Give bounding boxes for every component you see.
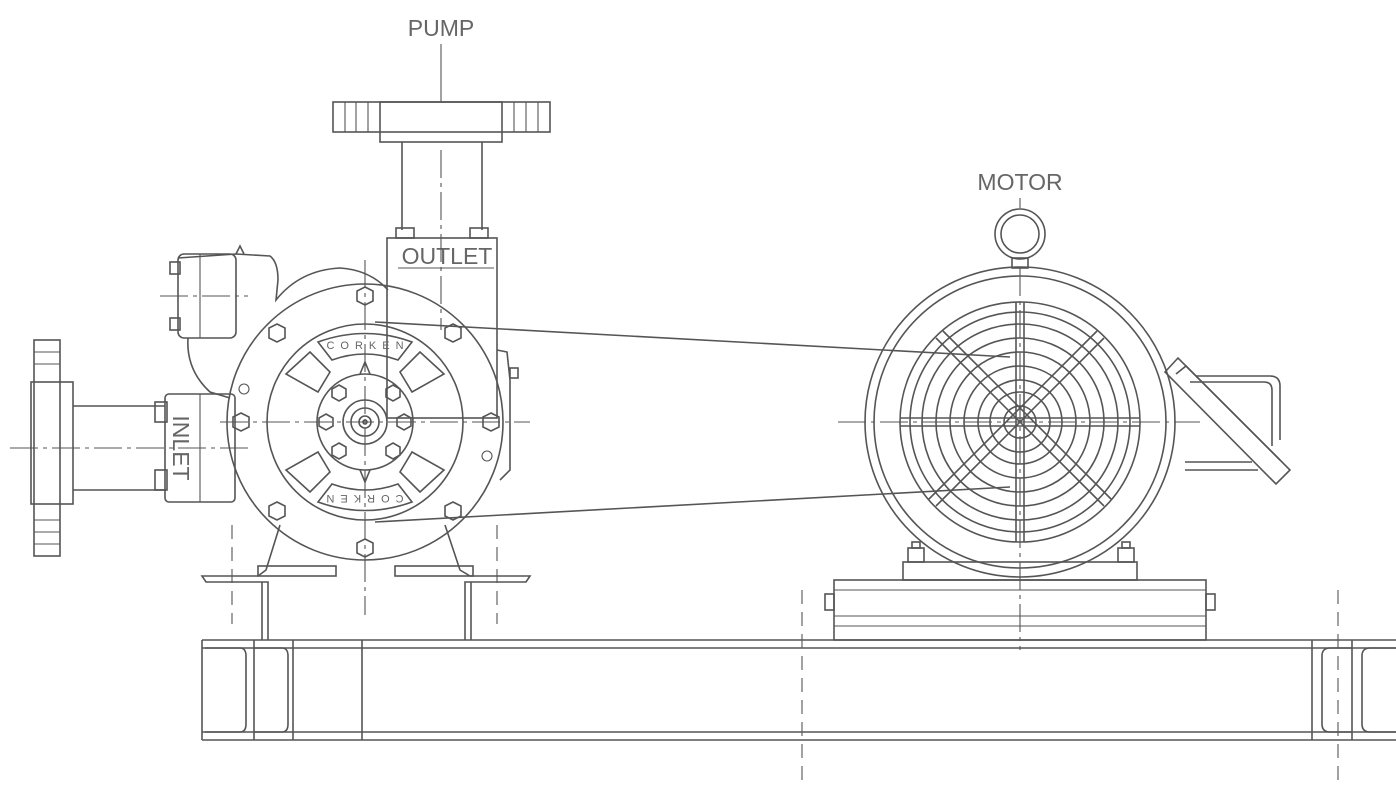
pump-base (200, 524, 532, 640)
motor-junction-box (1163, 356, 1292, 486)
brand-top: CORKEN (326, 340, 409, 352)
pump-label: PUMP (408, 15, 474, 41)
motor-base (801, 541, 1339, 786)
motor-label: MOTOR (977, 169, 1062, 195)
motor-lifting-eye (994, 208, 1046, 269)
skid-base (201, 639, 1396, 741)
pump-cover-plate: CORKEN CORKEN (284, 332, 446, 512)
belt (374, 321, 1011, 523)
brand-bottom: CORKEN (320, 492, 403, 504)
outlet-body: OUTLET (386, 237, 498, 419)
pump-side-housing (160, 244, 389, 399)
outlet-label: OUTLET (402, 243, 493, 269)
